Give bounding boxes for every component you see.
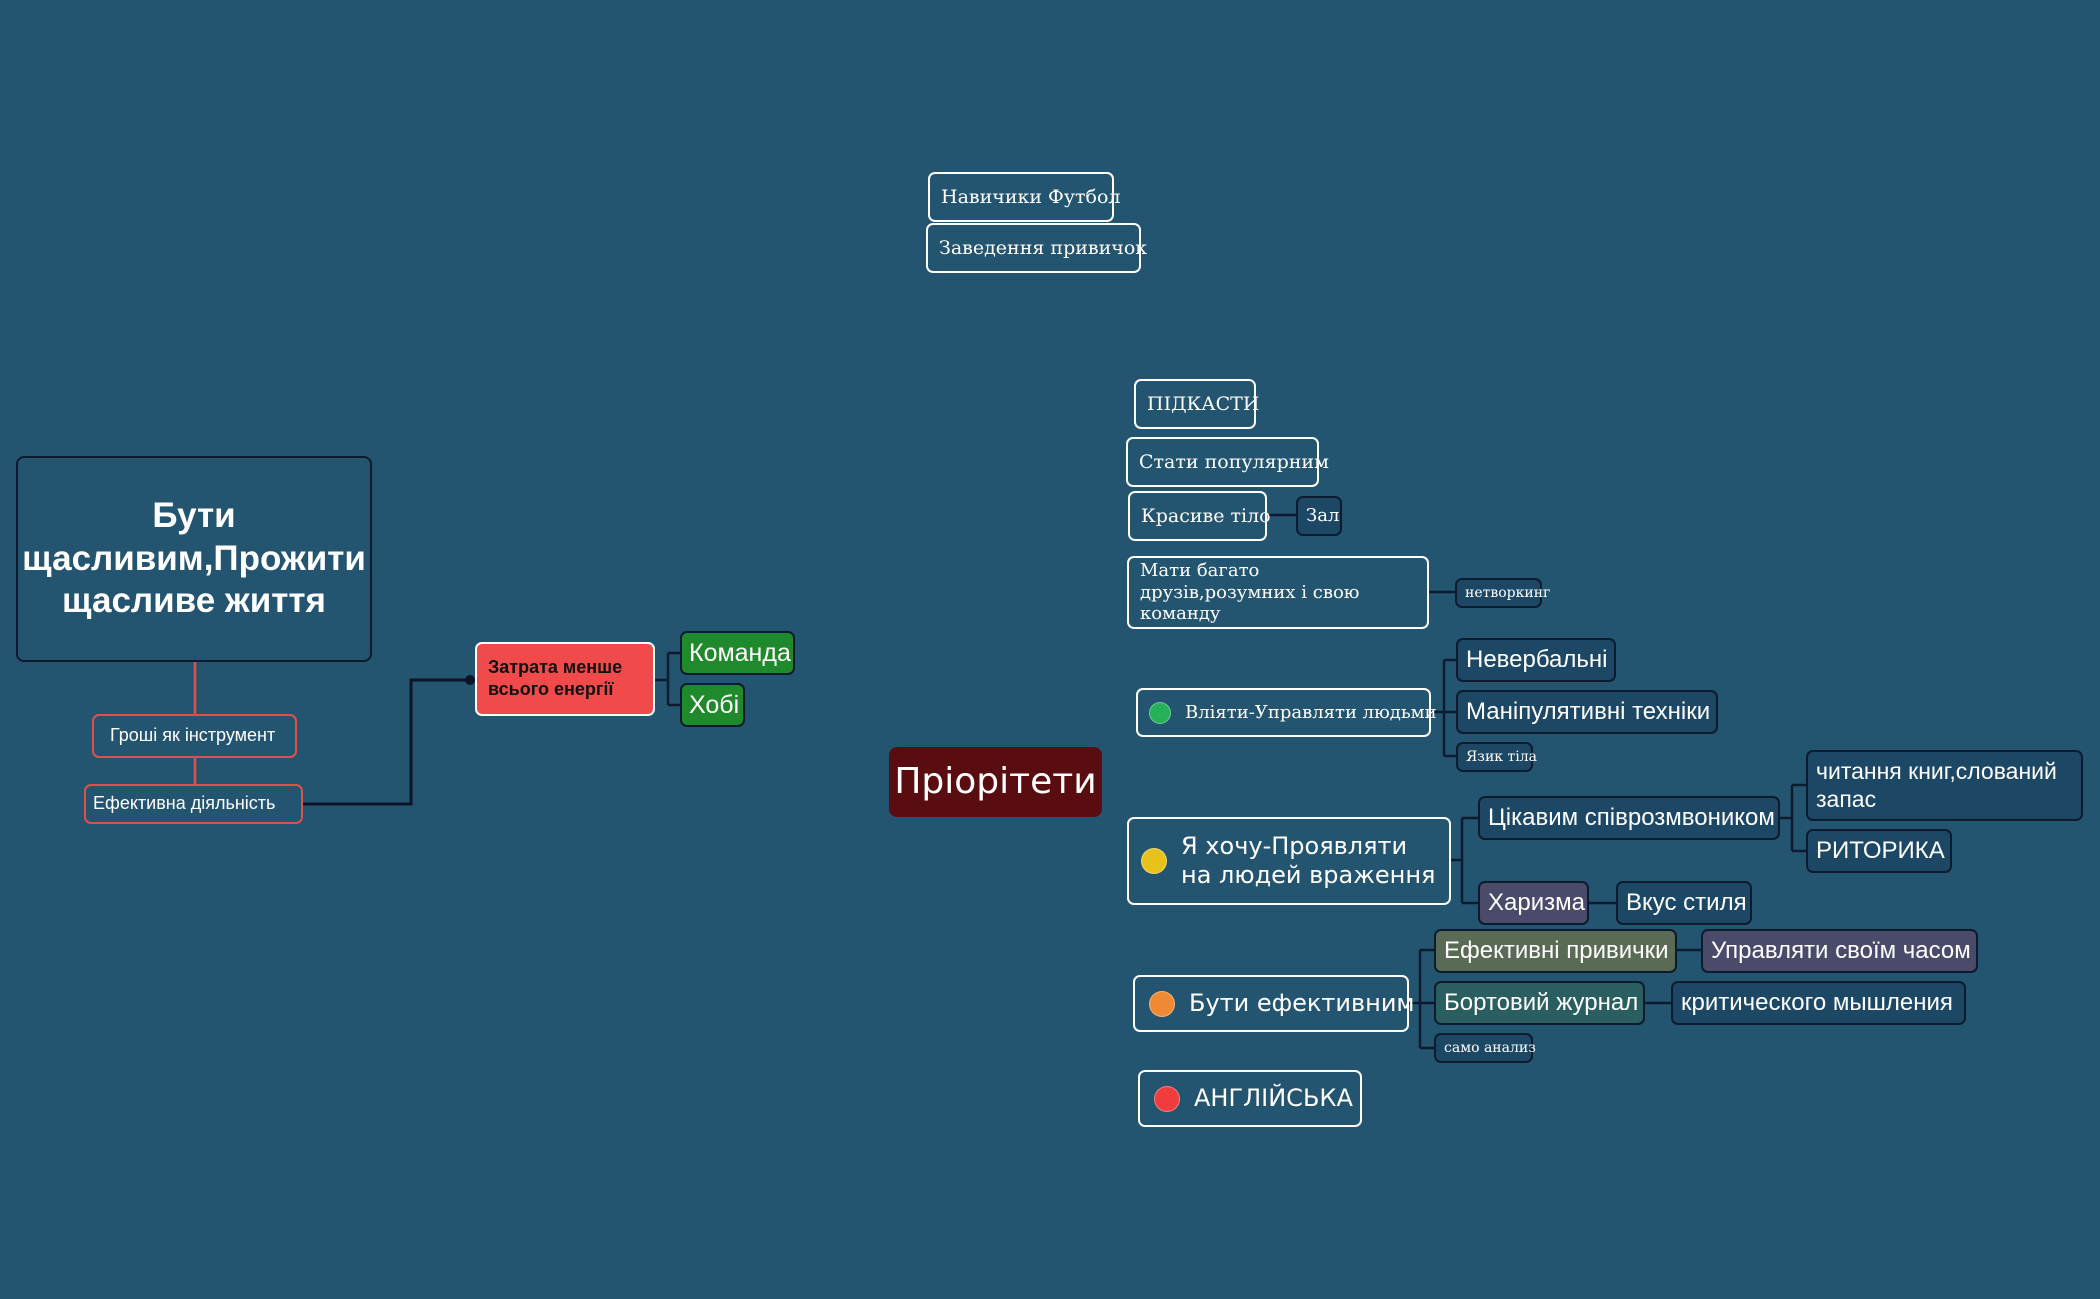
node-effective-activity[interactable]: Ефективна діяльність bbox=[84, 784, 303, 824]
node-influence-people[interactable]: Вліяти-Управляти людьми bbox=[1136, 688, 1437, 737]
node-networking[interactable]: нетворкинг bbox=[1455, 578, 1550, 608]
node-podcasts[interactable]: ПІДКАСТИ bbox=[1134, 379, 1259, 429]
central-topic[interactable]: Пріорітети bbox=[889, 747, 1102, 817]
node-english[interactable]: АНГЛІЙСЬКА bbox=[1138, 1070, 1362, 1127]
node-charisma[interactable]: Харизма bbox=[1478, 881, 1589, 925]
connector-joint-dot bbox=[465, 675, 475, 685]
node-money-tool[interactable]: Гроші як інструмент bbox=[92, 714, 297, 758]
connector-activity-energy bbox=[302, 678, 476, 806]
node-critical-thinking[interactable]: критического мышления bbox=[1671, 981, 1966, 1025]
node-effective-habits[interactable]: Ефективні привички bbox=[1434, 929, 1677, 973]
node-reading-books[interactable]: читання книг,слований запас bbox=[1806, 750, 2083, 821]
node-main-goal[interactable]: Бути щасливим,Прожити щасливе життя bbox=[16, 456, 372, 662]
node-logbook[interactable]: Бортовий журнал bbox=[1434, 981, 1645, 1025]
node-football-skills[interactable]: Навичики Футбол bbox=[928, 172, 1120, 222]
node-nonverbal[interactable]: Невербальні bbox=[1456, 638, 1616, 682]
node-gym[interactable]: Зал bbox=[1296, 496, 1342, 536]
node-many-friends[interactable]: Мати багато друзів,розумних і свою коман… bbox=[1127, 556, 1429, 629]
connector-impress-children bbox=[1450, 816, 1480, 905]
red-circle-icon bbox=[1154, 1085, 1180, 1112]
node-sense-of-style[interactable]: Вкус стиля bbox=[1616, 881, 1752, 925]
node-manipulative-techniques[interactable]: Маніпулятивні техніки bbox=[1456, 690, 1718, 734]
node-interesting-interlocutor[interactable]: Цікавим співрозмвоником bbox=[1478, 796, 1780, 840]
node-self-analysis[interactable]: само анализ bbox=[1434, 1033, 1536, 1063]
node-hobby[interactable]: Хобі bbox=[680, 683, 745, 727]
connector-interlocutor-children bbox=[1779, 783, 1808, 853]
node-team[interactable]: Команда bbox=[680, 631, 795, 675]
node-rhetoric[interactable]: РИТОРИКА bbox=[1806, 829, 1952, 873]
yellow-circle-icon bbox=[1141, 848, 1167, 874]
node-least-energy[interactable]: Затрата менше всього енергії bbox=[475, 642, 655, 716]
green-circle-icon bbox=[1149, 701, 1171, 724]
central-topic-label: Пріорітети bbox=[894, 761, 1097, 803]
node-body-language[interactable]: Язик тіла bbox=[1456, 742, 1537, 772]
node-habits[interactable]: Заведення привичок bbox=[926, 223, 1147, 273]
orange-circle-icon bbox=[1149, 990, 1175, 1017]
connector-energy-children bbox=[654, 651, 682, 707]
node-manage-time[interactable]: Управляти своїм часом bbox=[1701, 929, 1978, 973]
node-beautiful-body[interactable]: Красиве тіло bbox=[1128, 491, 1271, 541]
node-impress-people[interactable]: Я хочу-Проявляти на людей враження bbox=[1127, 817, 1451, 905]
node-be-effective[interactable]: Бути ефективним bbox=[1133, 975, 1415, 1032]
node-become-popular[interactable]: Стати популярним bbox=[1126, 437, 1329, 487]
